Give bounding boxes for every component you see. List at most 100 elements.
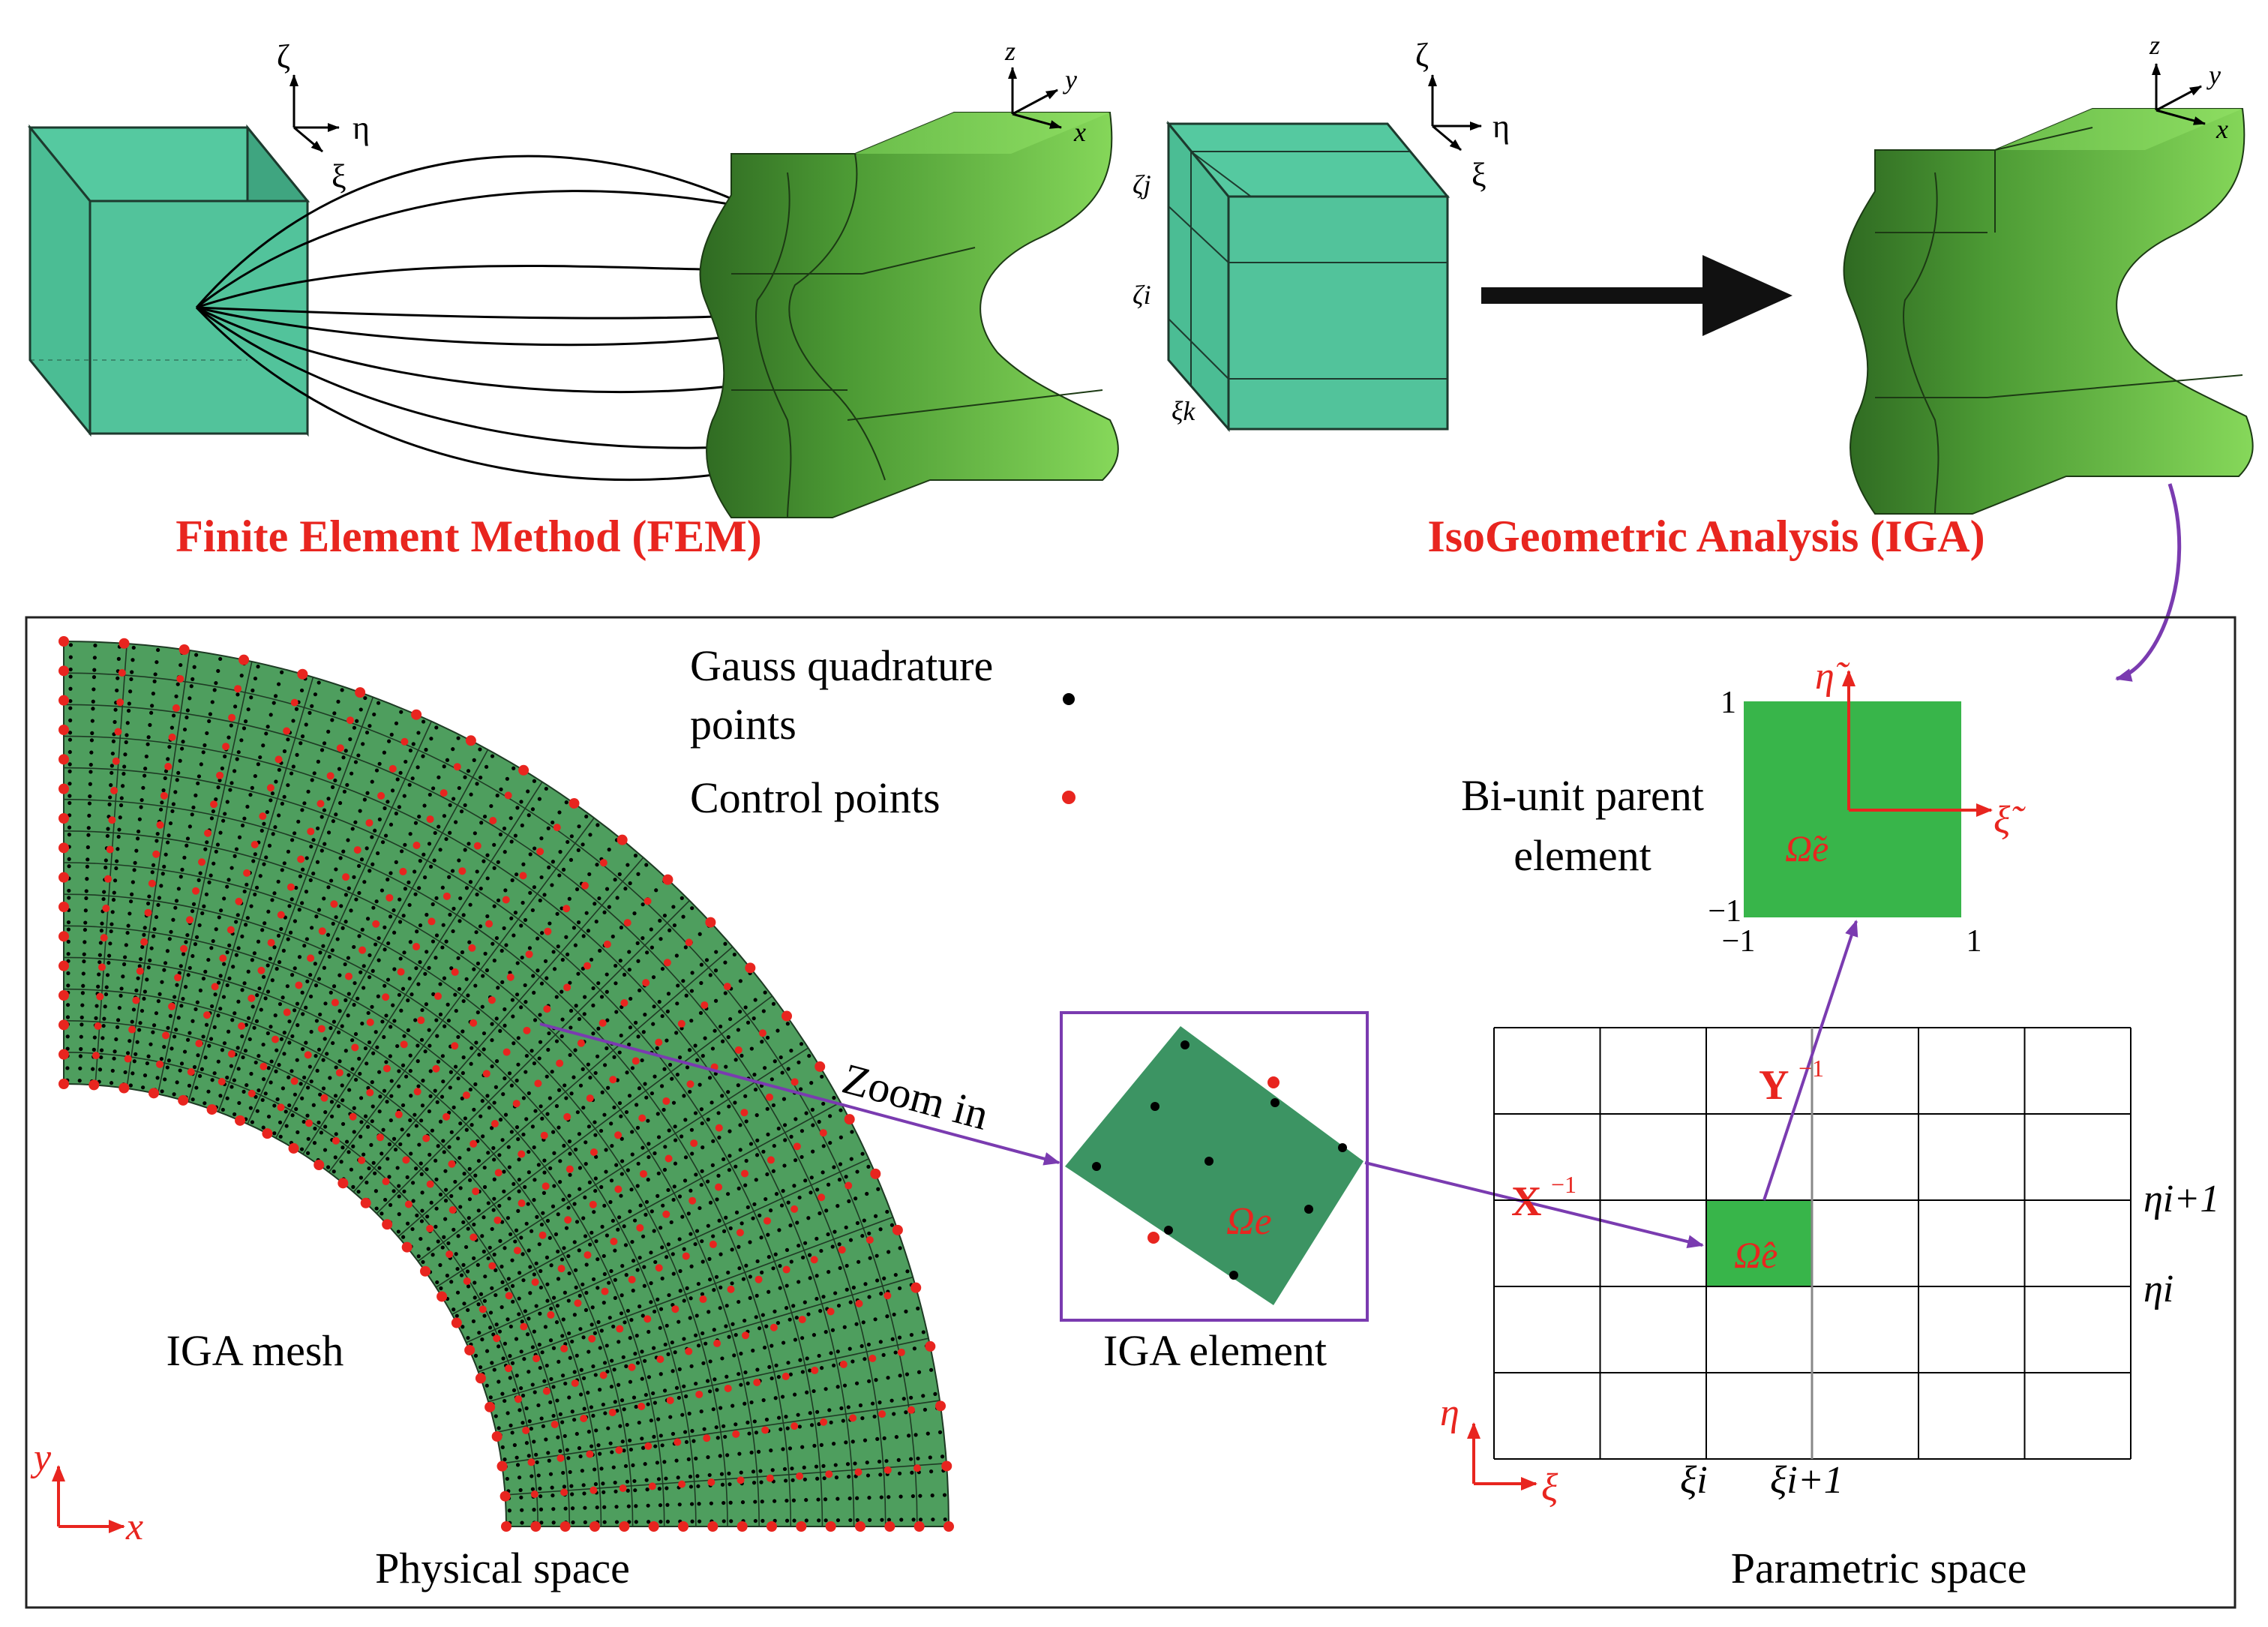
gauss-point [523,983,527,988]
gauss-point [81,971,86,976]
gauss-point [286,783,290,788]
gauss-point [598,1451,602,1456]
gauss-point [373,828,377,833]
control-point [211,983,219,991]
gauss-point [123,752,128,757]
gauss-point [482,814,488,819]
control-point [464,1344,476,1355]
gauss-point [781,1189,785,1193]
gauss-point [746,1205,750,1210]
gauss-point [472,1256,476,1261]
gauss-point [149,710,154,715]
gauss-point [517,1475,522,1480]
gauss-point [337,767,342,771]
gauss-point [264,731,268,736]
control-point [686,1080,694,1088]
gauss-point [502,1076,507,1081]
control-point [662,1097,670,1105]
control-point [685,1347,693,1355]
control-point [136,967,144,975]
gauss-point [720,1094,724,1098]
gauss-point [788,1446,793,1451]
gauss-point [187,1083,192,1088]
gauss-point [583,1505,587,1510]
gauss-point [548,1338,554,1343]
gauss-point [897,1471,902,1475]
gauss-point [703,1036,707,1040]
gauss-point [709,1501,713,1505]
gauss-point [700,1292,705,1296]
control-point [307,954,315,962]
gauss-point [523,917,528,923]
fem-axis-x: x [1073,117,1086,147]
gauss-point [110,764,114,768]
gauss-point [480,1004,484,1009]
gauss-point [368,869,372,873]
gauss-point [786,1200,790,1205]
gauss-point [836,1496,840,1501]
fem-axis-y: y [1063,65,1077,95]
gauss-point [290,973,295,977]
gauss-point [612,1105,616,1109]
gauss-point [620,1136,624,1141]
gauss-point [383,1197,388,1202]
gauss-point [302,801,307,806]
control-point [206,1104,218,1115]
gauss-point [294,885,298,890]
gauss-point [713,968,718,973]
gauss-point [723,941,728,946]
gauss-point [135,1040,140,1044]
control-point [360,1197,371,1208]
gauss-point [868,1256,872,1260]
gauss-point [678,1268,682,1274]
gauss-point [618,1424,622,1428]
gauss-point [696,1343,701,1348]
gauss-point [689,989,694,993]
gauss-point [699,1107,704,1112]
gauss-point [564,1226,569,1230]
gauss-point [563,1506,568,1511]
control-point [790,1422,799,1430]
control-point [106,845,114,854]
gauss-point [434,725,439,730]
gauss-point [684,993,688,998]
control-point [615,1446,623,1454]
gauss-point [205,840,209,845]
control-point [870,1168,881,1179]
gauss-point [558,1448,562,1453]
gauss-point [656,1297,660,1302]
gauss-point [183,985,188,989]
control-point [868,1354,877,1362]
gauss-point [280,801,284,806]
legend-gauss-marker [1063,693,1075,705]
gauss-point [308,973,313,977]
gauss-point [274,966,279,971]
gauss-point [260,828,264,833]
gauss-point [456,1136,460,1141]
control-point [590,1521,600,1532]
control-point [534,1079,542,1088]
gauss-point [282,1052,286,1056]
gauss-point [66,952,70,956]
gauss-point [221,995,226,999]
gauss-point [488,1325,493,1330]
gauss-point [140,1085,146,1090]
gauss-point [475,869,479,874]
gauss-point [491,1332,496,1337]
gauss-point [544,786,548,791]
parent-axis-eta: η̃ [1815,655,1850,698]
control-point [250,841,259,849]
gauss-point [466,1284,471,1289]
gauss-point [130,892,134,896]
gauss-point [89,750,94,755]
gauss-point [496,1379,501,1384]
gauss-point [376,936,381,941]
control-point [192,887,200,895]
gauss-point [478,886,483,891]
fem-axis-right: η [352,110,370,146]
gauss-point [397,1069,401,1073]
gauss-point [203,847,208,851]
gauss-point [556,944,560,949]
gauss-point [256,939,261,944]
control-point [426,1224,434,1232]
